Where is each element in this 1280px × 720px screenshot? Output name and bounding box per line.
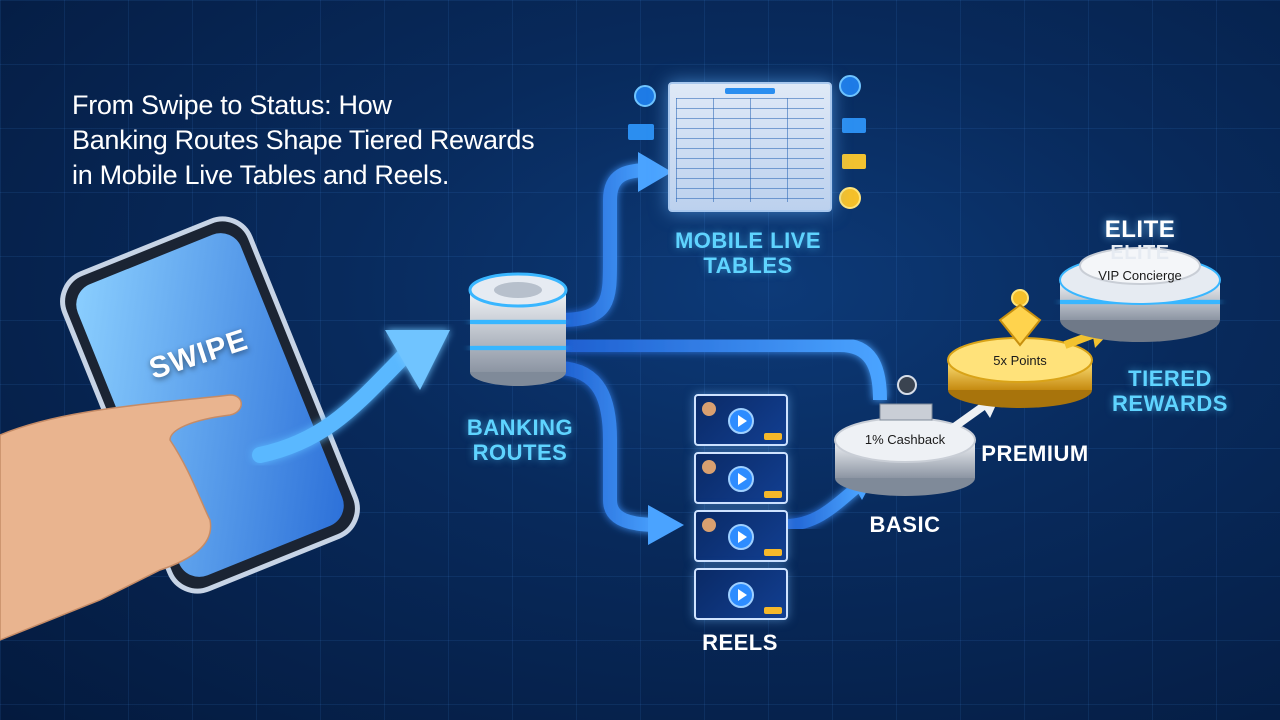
table-rows	[676, 98, 824, 202]
premium-tier-platform	[947, 303, 1093, 408]
premium-tier-name: PREMIUM	[981, 441, 1089, 466]
table-header-bar	[725, 88, 775, 94]
reel-card[interactable]	[694, 394, 788, 446]
play-icon[interactable]	[728, 524, 754, 550]
reel-action-button[interactable]	[764, 607, 782, 614]
banking-routes-line-1: BANKING	[466, 415, 574, 440]
avatar	[702, 460, 716, 474]
swipe-arrowhead	[385, 330, 450, 390]
route-to-tables	[559, 163, 651, 327]
reel-action-button[interactable]	[764, 491, 782, 498]
route-to-basic	[560, 338, 887, 401]
tiered-rewards-label: TIERED REWARDS	[1100, 366, 1240, 416]
avatar	[702, 518, 716, 532]
elite-tier-benefit: VIP Concierge	[1098, 268, 1182, 283]
diamond-icon	[998, 303, 1042, 347]
dollar-icon	[634, 75, 1029, 395]
premium-tier-benefit: 5x Points	[993, 353, 1047, 368]
play-icon[interactable]	[728, 466, 754, 492]
reels-label: REELS	[702, 630, 778, 655]
elite-tier-platform	[1059, 247, 1221, 342]
tiered-rewards-line-1: TIERED	[1128, 366, 1212, 391]
elite-tier-name-echo: ELITE	[1110, 242, 1170, 264]
reel-card[interactable]	[694, 452, 788, 504]
basic-tier-name: BASIC	[869, 512, 941, 537]
play-icon[interactable]	[728, 408, 754, 434]
live-tables-screen	[668, 82, 832, 212]
basic-tier-benefit: 1% Cashback	[864, 432, 946, 447]
reel-card[interactable]	[694, 568, 788, 620]
reels-arrowhead	[648, 505, 684, 545]
page-title: From Swipe to Status: How Banking Routes…	[72, 88, 592, 193]
mobile-live-tables-line-2: TABLES	[703, 253, 793, 278]
reel-action-button[interactable]	[764, 433, 782, 440]
credit-card-icon	[628, 118, 866, 169]
elite-tier-name: ELITE	[1104, 216, 1176, 243]
swipe-arrow	[252, 342, 418, 463]
basic-to-premium-arrow	[947, 401, 988, 434]
avatar	[702, 402, 716, 416]
title-line-1: From Swipe to Status: How	[72, 90, 392, 120]
mobile-live-tables-label: MOBILE LIVE TABLES	[668, 228, 828, 278]
reel-action-button[interactable]	[764, 549, 782, 556]
play-icon[interactable]	[728, 582, 754, 608]
banking-routes-line-2: ROUTES	[472, 440, 568, 465]
title-line-2: Banking Routes Shape Tiered Rewards	[72, 125, 535, 155]
title-line-3: in Mobile Live Tables and Reels.	[72, 160, 450, 190]
mobile-live-tables-line-1: MOBILE LIVE	[674, 228, 822, 253]
tables-arrowhead	[638, 152, 672, 192]
basic-tier-platform	[834, 403, 976, 496]
reel-card[interactable]	[694, 510, 788, 562]
reels-to-basic	[785, 480, 864, 531]
hand	[0, 394, 242, 641]
tiered-rewards-line-2: REWARDS	[1112, 391, 1228, 416]
banking-server	[468, 272, 568, 386]
banking-routes-label: BANKING ROUTES	[455, 415, 585, 465]
route-to-reels	[559, 361, 661, 532]
